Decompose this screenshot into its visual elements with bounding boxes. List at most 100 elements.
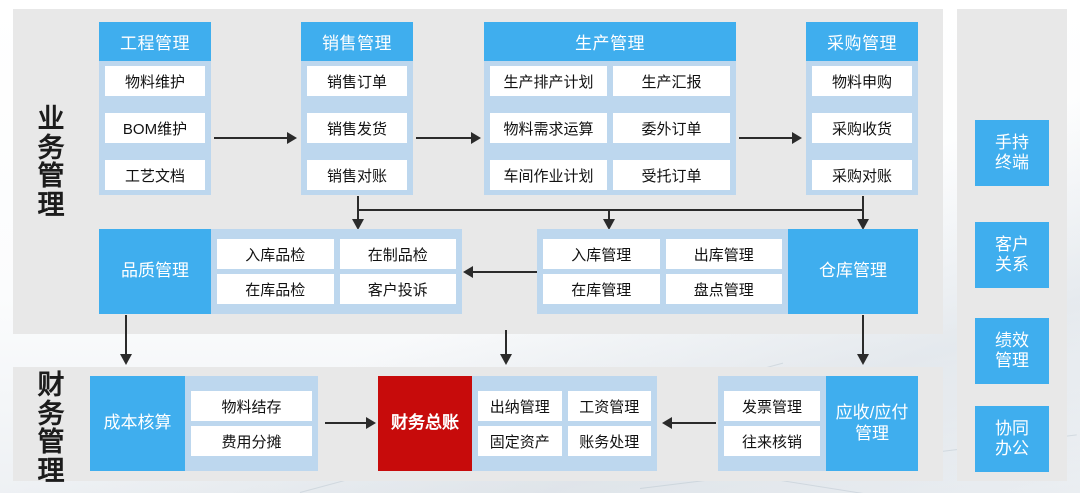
chip-receivable-1-0[interactable]: 往来核销 (724, 426, 820, 456)
tray-row: 物料申购 (812, 66, 912, 96)
tray-row: 物料维护 (105, 66, 205, 96)
tray-row: 工艺文档 (105, 160, 205, 190)
module-ledger-tray: 出纳管理 工资管理 固定资产 账务处理 (472, 376, 657, 471)
chip-production-0-0[interactable]: 生产排产计划 (490, 66, 607, 96)
module-quality-title: 品质管理 (99, 229, 211, 314)
rail-button-oa-line1: 协同 (995, 418, 1029, 438)
tray-row: 出纳管理 工资管理 (478, 391, 651, 421)
chip-engineering-2[interactable]: 工艺文档 (105, 160, 205, 190)
band-label-finance: 财务管理 (37, 370, 65, 486)
connector-warehouse-to-quality (473, 271, 537, 273)
module-warehouse-title: 仓库管理 (788, 229, 918, 314)
chip-warehouse-1-0[interactable]: 在库管理 (543, 274, 660, 304)
module-engineering-title: 工程管理 (99, 22, 211, 61)
rail-button-crm[interactable]: 客户 关系 (975, 222, 1049, 288)
arrowhead-warehouse-to-quality (463, 266, 473, 278)
chip-sales-0[interactable]: 销售订单 (307, 66, 407, 96)
chip-quality-0-1[interactable]: 在制品检 (339, 239, 456, 269)
module-production[interactable]: 生产管理 生产排产计划 生产汇报 物料需求运算 委外订单 车间作业计划 受托订单 (484, 22, 736, 195)
chip-quality-1-0[interactable]: 在库品检 (217, 274, 334, 304)
module-purchasing[interactable]: 采购管理 物料申购 采购收货 采购对账 (806, 22, 918, 195)
chip-engineering-0[interactable]: 物料维护 (105, 66, 205, 96)
connector-bus-drop-purchasing (862, 196, 864, 222)
rail-button-handheld-line2: 终端 (995, 153, 1029, 172)
arrowhead-to-ledger (500, 354, 512, 365)
connector-production-to-purchasing (739, 137, 793, 139)
chip-warehouse-1-1[interactable]: 盘点管理 (665, 274, 782, 304)
chip-production-1-0[interactable]: 物料需求运算 (490, 113, 607, 143)
tray-row: 固定资产 账务处理 (478, 426, 651, 456)
arrowhead-bus-drop-production (603, 219, 615, 230)
module-production-tray: 生产排产计划 生产汇报 物料需求运算 委外订单 车间作业计划 受托订单 (484, 61, 736, 195)
connector-quality-to-cost (125, 315, 127, 357)
module-purchasing-tray: 物料申购 采购收货 采购对账 (806, 61, 918, 195)
chip-sales-2[interactable]: 销售对账 (307, 160, 407, 190)
module-warehouse[interactable]: 入库管理 出库管理 在库管理 盘点管理 仓库管理 (537, 229, 918, 314)
chip-ledger-0-0[interactable]: 出纳管理 (478, 391, 562, 421)
module-purchasing-title: 采购管理 (806, 22, 918, 61)
connector-bus-drop-production (608, 209, 610, 222)
rail-button-performance[interactable]: 绩效 管理 (975, 318, 1049, 384)
module-cost-title: 成本核算 (90, 376, 185, 471)
module-warehouse-tray: 入库管理 出库管理 在库管理 盘点管理 (537, 229, 788, 314)
chip-cost-1-0[interactable]: 费用分摊 (191, 426, 312, 456)
tray-row: BOM维护 (105, 113, 205, 143)
module-receivable[interactable]: 发票管理 往来核销 应收/应付 管理 (718, 376, 918, 471)
rail-button-handheld[interactable]: 手持 终端 (975, 120, 1049, 186)
chip-production-1-1[interactable]: 委外订单 (613, 113, 730, 143)
rail-title-line1: 集成 (957, 22, 1080, 49)
module-receivable-title-line1: 应收/应付 (835, 403, 909, 423)
arrowhead-production-to-purchasing (792, 132, 802, 144)
chip-ledger-0-1[interactable]: 工资管理 (567, 391, 651, 421)
tray-row: 发票管理 (724, 391, 820, 421)
chip-warehouse-0-0[interactable]: 入库管理 (543, 239, 660, 269)
chip-production-2-0[interactable]: 车间作业计划 (490, 160, 607, 190)
arrowhead-warehouse-to-receivable (857, 354, 869, 365)
module-quality[interactable]: 品质管理 入库品检 在制品检 在库品检 客户投诉 (99, 229, 462, 314)
chip-cost-0-0[interactable]: 物料结存 (191, 391, 312, 421)
arrowhead-bus-drop-purchasing (857, 219, 869, 230)
chip-receivable-0-0[interactable]: 发票管理 (724, 391, 820, 421)
chip-production-2-1[interactable]: 受托订单 (613, 160, 730, 190)
chip-purchasing-2[interactable]: 采购对账 (812, 160, 912, 190)
tray-row: 车间作业计划 受托订单 (490, 160, 730, 190)
module-receivable-tray: 发票管理 往来核销 (718, 376, 826, 471)
rail-title-line2: 应用 (957, 49, 1080, 76)
chip-ledger-1-1[interactable]: 账务处理 (567, 426, 651, 456)
module-sales[interactable]: 销售管理 销售订单 销售发货 销售对账 (301, 22, 413, 195)
module-sales-tray: 销售订单 销售发货 销售对账 (301, 61, 413, 195)
module-cost[interactable]: 成本核算 物料结存 费用分摊 (90, 376, 318, 471)
chip-quality-1-1[interactable]: 客户投诉 (339, 274, 456, 304)
module-cost-tray: 物料结存 费用分摊 (185, 376, 318, 471)
tray-row: 采购收货 (812, 113, 912, 143)
arrowhead-receivable-to-ledger (662, 417, 672, 429)
module-engineering[interactable]: 工程管理 物料维护 BOM维护 工艺文档 (99, 22, 211, 195)
chip-production-0-1[interactable]: 生产汇报 (613, 66, 730, 96)
chip-engineering-1[interactable]: BOM维护 (105, 113, 205, 143)
rail-button-performance-line1: 绩效 (995, 330, 1029, 350)
module-ledger[interactable]: 财务总账 出纳管理 工资管理 固定资产 账务处理 (378, 376, 657, 471)
connector-cost-to-ledger (325, 422, 367, 424)
connector-receivable-to-ledger (672, 422, 716, 424)
chip-sales-1[interactable]: 销售发货 (307, 113, 407, 143)
chip-warehouse-0-1[interactable]: 出库管理 (665, 239, 782, 269)
tray-row: 入库品检 在制品检 (217, 239, 456, 269)
rail-button-performance-line2: 管理 (995, 351, 1029, 370)
module-receivable-title-line2: 管理 (855, 423, 889, 443)
arrowhead-bus-drop-sales (352, 219, 364, 230)
rail-button-handheld-line1: 手持 (995, 132, 1029, 152)
tray-row: 销售发货 (307, 113, 407, 143)
tray-row: 生产排产计划 生产汇报 (490, 66, 730, 96)
tray-row: 物料结存 (191, 391, 312, 421)
module-ledger-title: 财务总账 (378, 376, 472, 471)
arrowhead-cost-to-ledger (366, 417, 376, 429)
tray-row: 销售对账 (307, 160, 407, 190)
arrowhead-sales-to-production (471, 132, 481, 144)
chip-quality-0-0[interactable]: 入库品检 (217, 239, 334, 269)
chip-purchasing-0[interactable]: 物料申购 (812, 66, 912, 96)
module-sales-title: 销售管理 (301, 22, 413, 61)
rail-button-oa[interactable]: 协同 办公 (975, 406, 1049, 472)
chip-purchasing-1[interactable]: 采购收货 (812, 113, 912, 143)
chip-ledger-1-0[interactable]: 固定资产 (478, 426, 562, 456)
